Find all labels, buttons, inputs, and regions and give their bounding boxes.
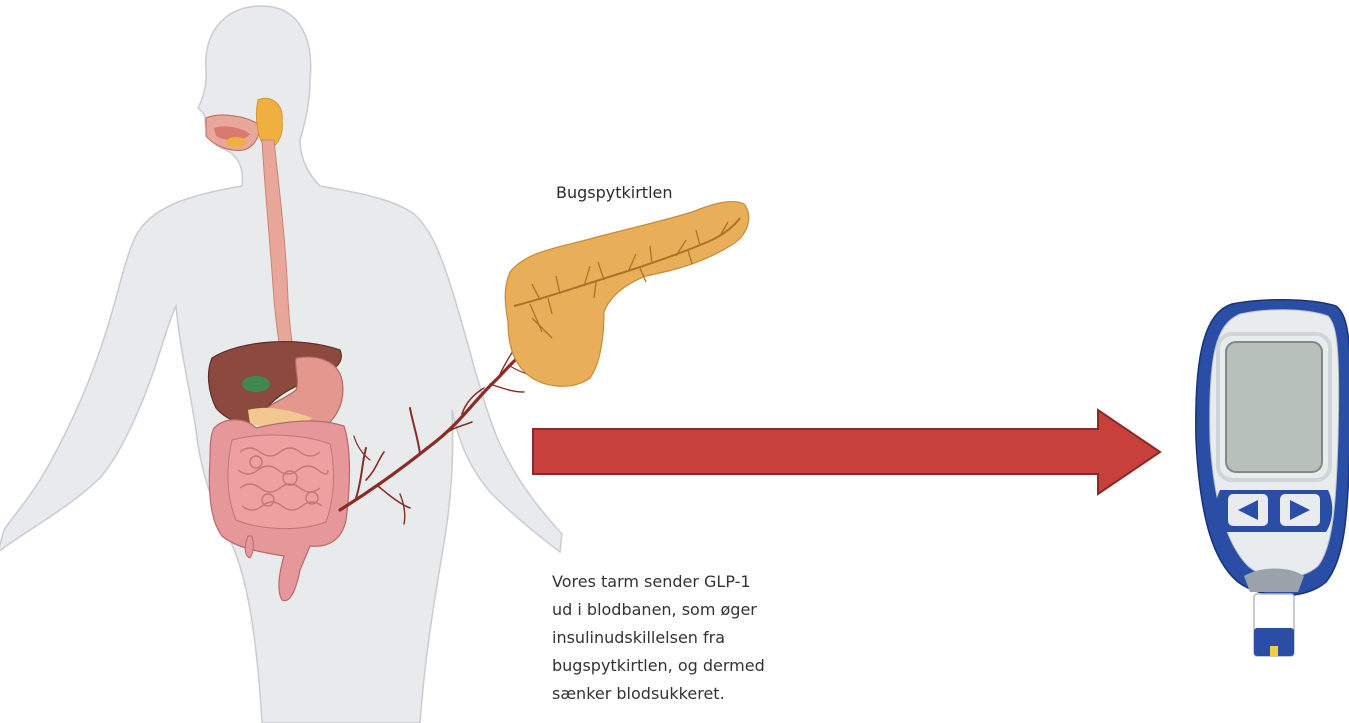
pancreas-organ	[505, 202, 749, 387]
sublingual-gland	[226, 137, 246, 147]
meter-strip-port	[1244, 569, 1304, 593]
caption-text: Vores tarm sender GLP-1 ud i blodbanen, …	[552, 568, 852, 708]
meter-screen	[1226, 342, 1322, 472]
right-arrow	[533, 410, 1160, 494]
pancreas-illustration	[505, 202, 749, 387]
appendix	[245, 536, 253, 558]
pancreas-label: Bugspytkirtlen	[556, 183, 673, 202]
glucose-meter	[1196, 300, 1349, 656]
gallbladder	[242, 376, 270, 392]
test-strip-sample-area	[1270, 646, 1278, 656]
